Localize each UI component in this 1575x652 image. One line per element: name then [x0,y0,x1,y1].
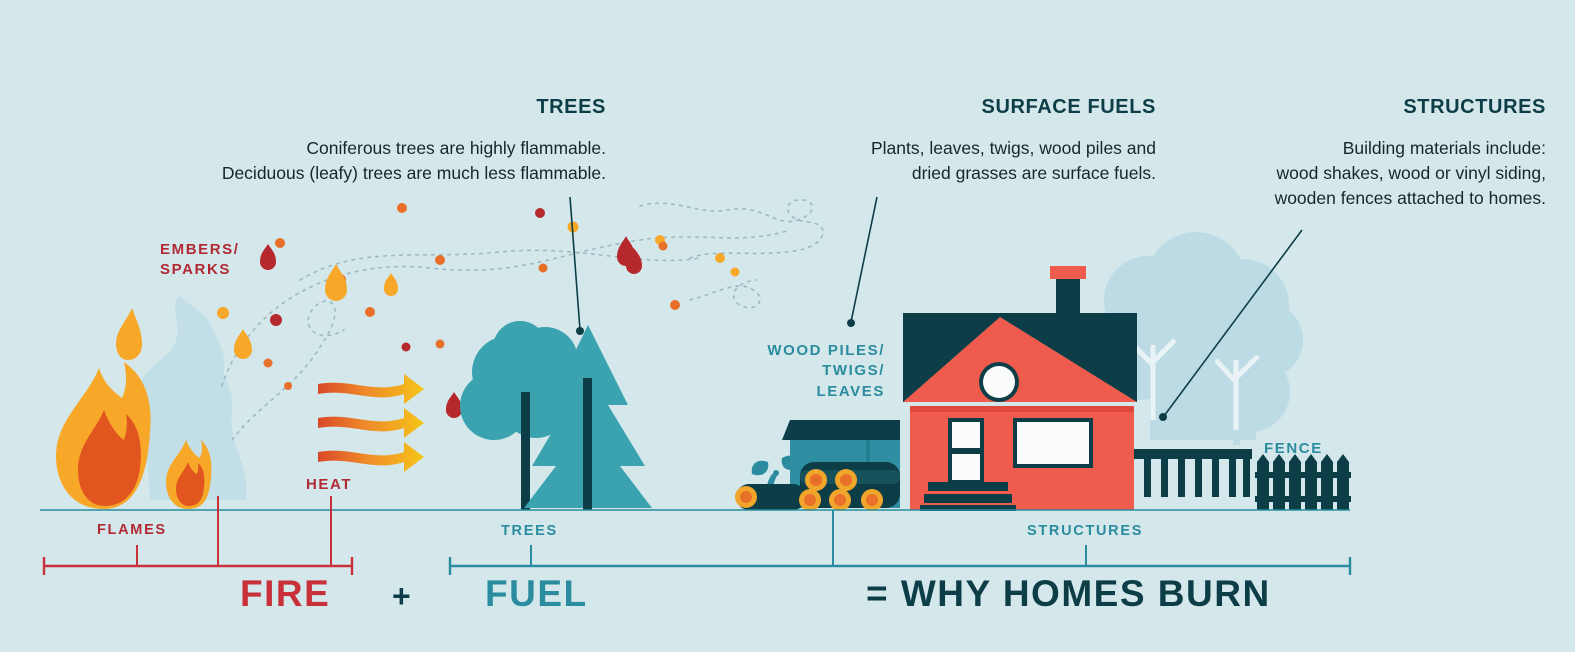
axis-label-structures: STRUCTURES [1027,523,1144,539]
section-title-surface-fuels: SURFACE FUELS [981,96,1156,118]
callout-line: TWIGS/ [822,362,885,380]
heat-arrow-icon [318,374,424,472]
axis-label-flames: FLAMES [97,522,167,538]
wood-pile-icon [735,462,900,511]
equation-plus: + [392,578,413,614]
round-window-icon [979,362,1019,402]
section-title-structures: STRUCTURES [1403,96,1546,118]
tree-trunk-icon [583,378,592,510]
leader-line-surface-fuels [850,196,878,323]
section-body-surface-fuels: Plants, leaves, twigs, wood piles and dr… [740,136,1156,186]
callout-line: EMBERS/ [160,241,240,258]
equation-fuel: FUEL [485,573,588,614]
section-body-line: Building materials include: [1342,138,1546,158]
deciduous-tree-icon [460,321,582,510]
leader-dot-surface-fuels [847,319,855,327]
callout-line: SPARKS [160,261,231,279]
section-title-trees: TREES [536,96,606,118]
leader-line-structures [1163,229,1303,417]
equation-fire: FIRE [240,573,331,614]
picket-fence-icon [1255,454,1351,510]
leader-line-trees [569,196,581,331]
flame-icon [56,308,212,509]
callout-fence: FENCE [1264,440,1323,457]
steps-icon [920,482,1016,511]
leader-dot-structures [1159,413,1167,421]
equation-result: = WHY HOMES BURN [866,573,1271,614]
section-body-line: Coniferous trees are highly flammable. [306,138,606,158]
section-body-line: Deciduous (leafy) trees are much less fl… [221,162,606,183]
house-icon [903,266,1137,511]
section-body-trees: Coniferous trees are highly flammable. D… [150,136,606,186]
conifer-tree-icon [524,325,652,510]
callout-heat: HEAT [306,476,353,493]
smoke-icon [136,295,247,500]
leader-dot-trees [576,327,584,335]
section-body-structures: Building materials include: wood shakes,… [1130,136,1546,211]
ember-particle-icon [217,203,740,418]
fuel-bracket [448,510,1352,575]
section-body-line: Plants, leaves, twigs, wood piles and [870,138,1156,158]
callout-wood-piles: WOOD PILES/ TWIGS/ LEAVES [700,341,885,402]
tree-trunk-icon [521,392,530,510]
axis-label-trees: TREES [501,523,558,539]
callout-embers-sparks: EMBERS/ SPARKS [160,240,240,281]
fire-bracket [42,496,354,575]
callout-line: LEAVES [816,382,885,400]
callout-line: WOOD PILES/ [767,342,885,359]
section-body-line: wooden fences attached to homes. [1274,187,1546,208]
ember-trail-icon [221,199,824,441]
background-tree-branches-icon [1131,338,1260,430]
section-body-line: dried grasses are surface fuels. [911,162,1156,183]
section-body-line: wood shakes, wood or vinyl siding, [1276,162,1546,183]
